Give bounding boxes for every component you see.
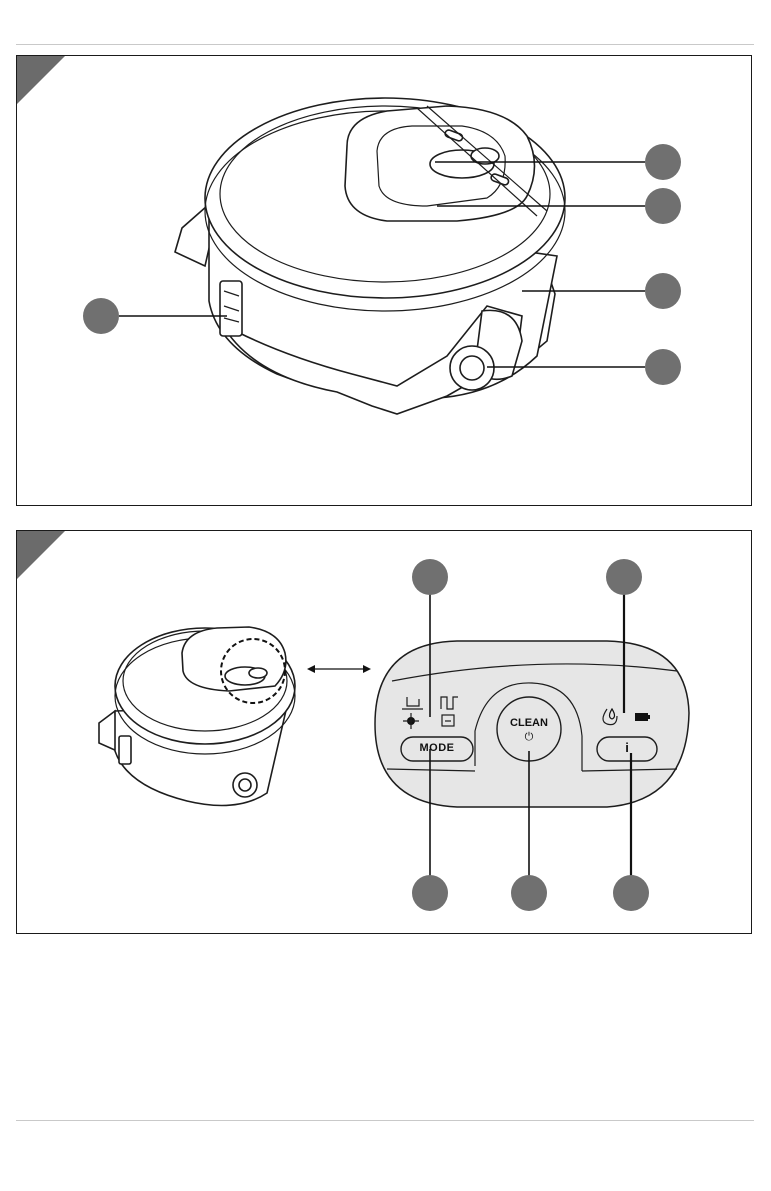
power-icon: ⏻	[517, 730, 541, 744]
callout-marker-4	[645, 349, 681, 385]
callout-marker-1	[645, 144, 681, 180]
callout-marker-top-right	[606, 559, 642, 595]
callout-marker-2	[645, 188, 681, 224]
robot-wheel-inner	[460, 356, 484, 380]
figure-robot-overview	[16, 55, 752, 506]
footer-rule	[16, 1120, 754, 1121]
battery-icon-tip	[648, 715, 650, 719]
callout-marker-bottom-center	[511, 875, 547, 911]
callout-marker-3	[645, 273, 681, 309]
double-arrow-icon	[307, 665, 371, 673]
clean-button-label: CLEAN	[497, 717, 561, 729]
control-panel-illustration	[17, 531, 753, 935]
robot-overview-illustration	[17, 56, 753, 507]
callout-marker-bottom-right	[613, 875, 649, 911]
callout-marker-top-left	[412, 559, 448, 595]
figure-control-panel: MODE CLEAN ⏻ i	[16, 530, 752, 934]
callout-marker-bottom-left	[412, 875, 448, 911]
header-rule	[16, 44, 754, 45]
callout-marker-5	[83, 298, 119, 334]
small-robot-illustration	[99, 627, 295, 806]
info-button-label: i	[597, 740, 657, 755]
mode-button-label: MODE	[401, 742, 473, 754]
battery-icon	[635, 713, 648, 721]
